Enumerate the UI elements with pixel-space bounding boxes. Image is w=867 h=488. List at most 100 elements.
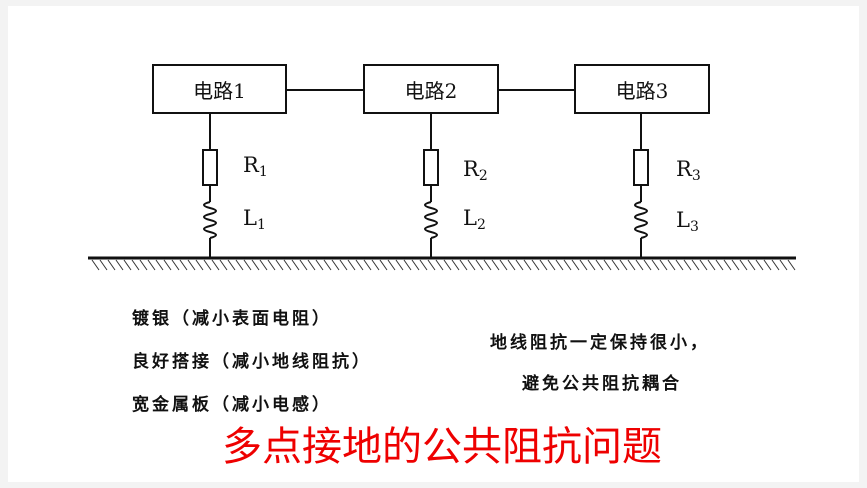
- note-wide-metal-plate: 宽金属板（减小电感）: [132, 395, 332, 415]
- ground-hatch-mark: [643, 259, 652, 271]
- ground-hatch-mark: [699, 259, 708, 271]
- ground-hatch-mark: [451, 259, 460, 271]
- ground-hatch-mark: [507, 259, 516, 271]
- ground-hatch-mark: [619, 259, 628, 271]
- ground-hatch-mark: [747, 259, 756, 271]
- circuit-box-1: 电路1: [152, 64, 287, 114]
- ground-hatch-mark: [243, 259, 252, 271]
- ground-hatch-mark: [123, 259, 132, 271]
- ground-hatch-mark: [99, 259, 108, 271]
- ground-hatch-mark: [347, 259, 356, 271]
- ground-hatch-mark: [403, 259, 412, 271]
- ground-hatch-mark: [771, 259, 780, 271]
- ground-hatch-mark: [259, 259, 268, 271]
- ground-hatch-mark: [483, 259, 492, 271]
- ground-hatch-mark: [139, 259, 148, 271]
- ground-branch-1: [202, 114, 218, 258]
- ground-hatch-mark: [571, 259, 580, 271]
- ground-hatch-mark: [659, 259, 668, 271]
- resistor-r3: [633, 149, 649, 186]
- ground-hatch-mark: [563, 259, 572, 271]
- ground-hatch-mark: [755, 259, 764, 271]
- ground-hatch-mark: [283, 259, 292, 271]
- ground-hatch-mark: [675, 259, 684, 271]
- ground-hatch-mark: [155, 259, 164, 271]
- ground-hatch-mark: [299, 259, 308, 271]
- ground-hatch-mark: [723, 259, 732, 271]
- figure-title: 多点接地的公共阻抗问题: [222, 424, 662, 470]
- ground-hatch-mark: [163, 259, 172, 271]
- note-avoid-coupling: 避免公共阻抗耦合: [522, 374, 682, 394]
- ground-hatch-mark: [251, 259, 260, 271]
- ground-hatch-mark: [683, 259, 692, 271]
- ground-hatch-mark: [443, 259, 452, 271]
- ground-hatch-mark: [187, 259, 196, 271]
- inductor-l1: [203, 201, 217, 239]
- ground-hatching: [91, 259, 796, 271]
- ground-hatch-mark: [419, 259, 428, 271]
- inductor-l3: [634, 201, 648, 239]
- ground-hatch-mark: [587, 259, 596, 271]
- ground-hatch-mark: [315, 259, 324, 271]
- ground-hatch-mark: [427, 259, 436, 271]
- ground-hatch-mark: [331, 259, 340, 271]
- ground-hatch-mark: [203, 259, 212, 271]
- ground-hatch-mark: [467, 259, 476, 271]
- ground-hatch-mark: [731, 259, 740, 271]
- ground-hatch-mark: [667, 259, 676, 271]
- ground-hatch-mark: [779, 259, 788, 271]
- ground-hatch-mark: [387, 259, 396, 271]
- ground-hatch-mark: [555, 259, 564, 271]
- ground-hatch-mark: [323, 259, 332, 271]
- ground-hatch-mark: [707, 259, 716, 271]
- ground-hatch-mark: [107, 259, 116, 271]
- resistor-r2: [423, 149, 439, 186]
- ground-hatch-mark: [171, 259, 180, 271]
- circuit-box-2: 电路2: [363, 64, 499, 114]
- ground-hatch-mark: [547, 259, 556, 271]
- ground-hatch-mark: [371, 259, 380, 271]
- ground-branch-3: [633, 114, 649, 258]
- ground-hatch-mark: [307, 259, 316, 271]
- label-l2: L2: [463, 206, 486, 233]
- ground-hatch-mark: [195, 259, 204, 271]
- ground-hatch-mark: [635, 259, 644, 271]
- ground-hatch-mark: [595, 259, 604, 271]
- ground-hatch-mark: [131, 259, 140, 271]
- ground-hatch-mark: [211, 259, 220, 271]
- resistor-r1: [202, 149, 218, 186]
- ground-hatch-mark: [179, 259, 188, 271]
- ground-hatch-mark: [475, 259, 484, 271]
- ground-hatch-mark: [235, 259, 244, 271]
- circuit-label-3: 电路3: [615, 78, 669, 103]
- ground-hatch-mark: [411, 259, 420, 271]
- circuit-box-3: 电路3: [574, 64, 710, 114]
- ground-hatch-mark: [499, 259, 508, 271]
- ground-hatch-mark: [379, 259, 388, 271]
- ground-hatch-mark: [291, 259, 300, 271]
- note-good-bonding: 良好搭接（减小地线阻抗）: [132, 352, 372, 372]
- ground-hatch-mark: [115, 259, 124, 271]
- circuit-label-1: 电路1: [193, 78, 246, 103]
- label-l1: L1: [243, 206, 266, 233]
- ground-hatch-mark: [491, 259, 500, 271]
- ground-branch-2: [423, 114, 439, 258]
- ground-hatch-mark: [627, 259, 636, 271]
- ground-hatch-mark: [579, 259, 588, 271]
- ground-hatch-mark: [227, 259, 236, 271]
- ground-hatch-mark: [355, 259, 364, 271]
- note-silver-plating: 镀银（减小表面电阻）: [132, 309, 332, 329]
- ground-hatch-mark: [459, 259, 468, 271]
- ground-hatch-mark: [651, 259, 660, 271]
- label-r3: R3: [676, 157, 701, 184]
- ground-hatch-mark: [603, 259, 612, 271]
- ground-hatch-mark: [763, 259, 772, 271]
- ground-hatch-mark: [523, 259, 532, 271]
- ground-hatch-mark: [739, 259, 748, 271]
- ground-hatch-mark: [363, 259, 372, 271]
- ground-hatch-mark: [339, 259, 348, 271]
- ground-hatch-mark: [691, 259, 700, 271]
- ground-hatch-mark: [435, 259, 444, 271]
- circuit-label-2: 电路2: [404, 78, 458, 103]
